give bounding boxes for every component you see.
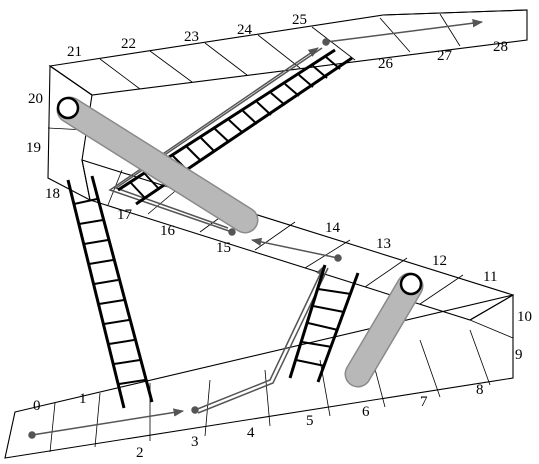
cell-number-28: 28 [493,39,508,55]
cell-number-23: 23 [184,29,199,45]
cell-number-15: 15 [216,240,231,256]
snake-12-6 [344,272,424,388]
path-ladder-climb-17-25-outline [114,47,323,229]
cell-number-10: 10 [517,309,532,325]
cell-number-20: 20 [28,91,43,107]
path-ladder-climb-3-13 [194,265,325,411]
cell-number-17: 17 [117,207,133,223]
path-ladder-climb-3-13-outline [197,267,329,414]
strip-bottom [4,294,514,459]
snake-head [399,272,423,296]
cell-number-16: 16 [160,223,176,239]
cell-number-25: 25 [292,12,307,28]
cell-numbers: 0 1 2 3 4 5 6 7 8 9 10 11 12 13 14 15 16… [26,12,532,461]
cell-number-24: 24 [237,22,253,38]
cell-number-14: 14 [325,220,341,236]
ladder-17-25 [117,48,353,206]
cell-number-21: 21 [67,44,82,60]
cell-number-9: 9 [515,347,523,363]
cell-number-11: 11 [483,269,497,285]
path-arrow-13-15 [250,237,339,259]
cell-number-3: 3 [191,434,199,450]
cell-number-12: 12 [432,253,447,269]
cell-number-26: 26 [378,56,394,72]
cell-number-1: 1 [79,391,87,407]
cell-number-0: 0 [33,398,41,414]
path-arrow-0-3 [31,408,185,436]
cell-number-18: 18 [45,186,60,202]
strip-top-corner [382,9,528,16]
player-path [28,19,484,439]
cell-number-5: 5 [306,413,314,429]
ladder-3-13 [288,264,360,383]
ladder-1-18 [66,175,154,409]
cell-number-4: 4 [247,425,255,441]
cell-number-13: 13 [376,236,391,252]
snake-head [56,96,80,120]
cell-number-27: 27 [437,48,453,64]
snake-20-15 [56,96,259,234]
strip-middle [81,159,515,321]
strip-top [48,9,528,96]
cell-number-7: 7 [420,394,428,410]
path-arrow-25-28 [325,19,484,43]
cell-number-2: 2 [136,445,144,461]
cell-number-22: 22 [121,36,136,52]
path-ladder-climb-17-25 [108,47,319,233]
cell-number-8: 8 [476,382,484,398]
cell-number-6: 6 [362,404,370,420]
cell-number-19: 19 [26,140,41,156]
